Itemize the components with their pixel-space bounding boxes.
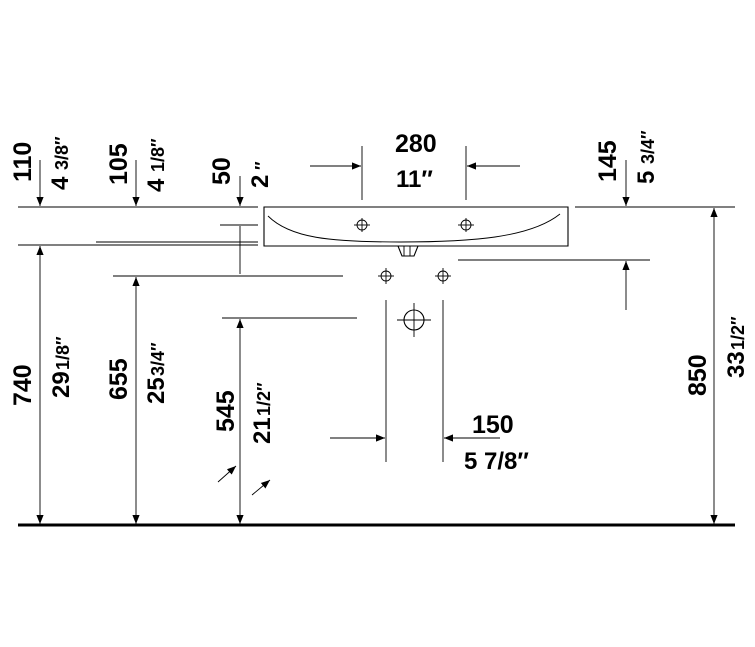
basin-outline	[263, 206, 569, 257]
dim-655-inch: 25	[143, 377, 170, 404]
dim-280-mm: 280	[395, 130, 437, 158]
dim-110-inch: 4	[47, 176, 74, 190]
tap-hole-right	[458, 218, 474, 232]
dim-740-frac: 1/8″	[53, 336, 73, 370]
dim-280-inch: 11″	[396, 166, 433, 193]
dim-150-mm: 150	[472, 411, 514, 439]
dim-105-mm: 105	[105, 143, 133, 185]
dim-545-frac: 1/2″	[254, 382, 274, 416]
supply-connection-left	[378, 268, 394, 284]
dim-150-inch: 5 7/8″	[464, 448, 529, 475]
dim-850-mm: 850	[684, 354, 712, 396]
supply-connection-right	[435, 268, 451, 284]
dim-655-mm: 655	[105, 358, 133, 400]
dim-145-mm: 145	[594, 140, 622, 182]
dim-145-inch: 5	[633, 171, 660, 184]
extension-lines	[18, 146, 735, 462]
dim-50-inch: 2	[247, 175, 274, 188]
waste-outlet	[397, 303, 431, 337]
dim-850-inch: 33	[723, 351, 750, 378]
tap-hole-left	[354, 218, 370, 232]
dim-850-frac: 1/2″	[728, 316, 748, 350]
dim-545-inch: 21	[249, 417, 276, 444]
dim-655-frac: 3/4″	[148, 342, 168, 376]
dim-110-mm: 110	[9, 142, 37, 182]
dimension-arrows	[36, 160, 718, 524]
dim-740-mm: 740	[9, 364, 37, 406]
dim-110-frac: 3/8″	[52, 136, 72, 170]
dim-105-inch: 4	[143, 178, 170, 192]
dim-50-frac: ″	[252, 161, 272, 170]
dim-740-inch: 29	[48, 371, 75, 398]
dim-105-frac: 1/8″	[148, 138, 168, 172]
dim-545-mm: 545	[212, 390, 240, 432]
dim-145-frac: 3/4″	[638, 130, 658, 164]
dim-50-mm: 50	[208, 157, 236, 185]
